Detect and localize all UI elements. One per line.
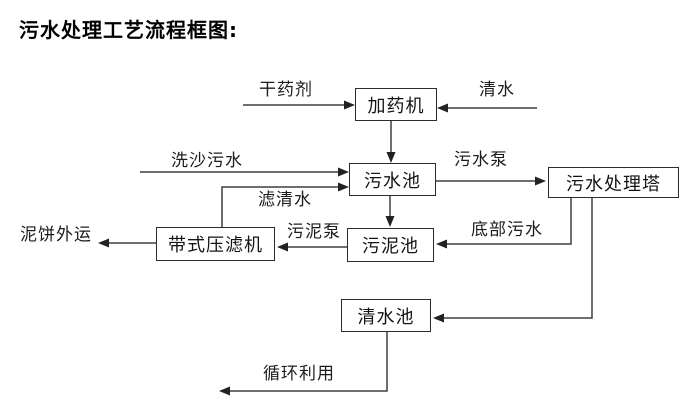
node-sewage-pool: 污水池	[349, 163, 436, 196]
edge-label-sewage-pump: 污水泵	[454, 150, 508, 170]
edge-label-mud-cake-transport: 泥饼外运	[20, 225, 92, 245]
page-title: 污水处理工艺流程框图:	[19, 18, 238, 42]
edge-label-bottom-sewage: 底部污水	[471, 220, 543, 240]
node-clean-water-pool: 清水池	[341, 299, 431, 332]
node-sludge-pool: 污泥池	[347, 228, 434, 262]
node-treatment-tower: 污水处理塔	[548, 167, 679, 198]
edge-label-clean-water: 清水	[479, 80, 515, 100]
node-belt-filter-press: 带式压滤机	[156, 227, 275, 261]
edge-label-recycling: 循环利用	[263, 364, 335, 384]
node-dosing-machine: 加药机	[355, 88, 437, 121]
edge-label-sand-washing-sewage: 洗沙污水	[171, 151, 243, 171]
edge-label-sludge-pump: 污泥泵	[287, 222, 341, 242]
edge-label-dry-chemical: 干药剂	[259, 80, 313, 100]
edge-label-filtered-water: 滤清水	[258, 190, 312, 210]
